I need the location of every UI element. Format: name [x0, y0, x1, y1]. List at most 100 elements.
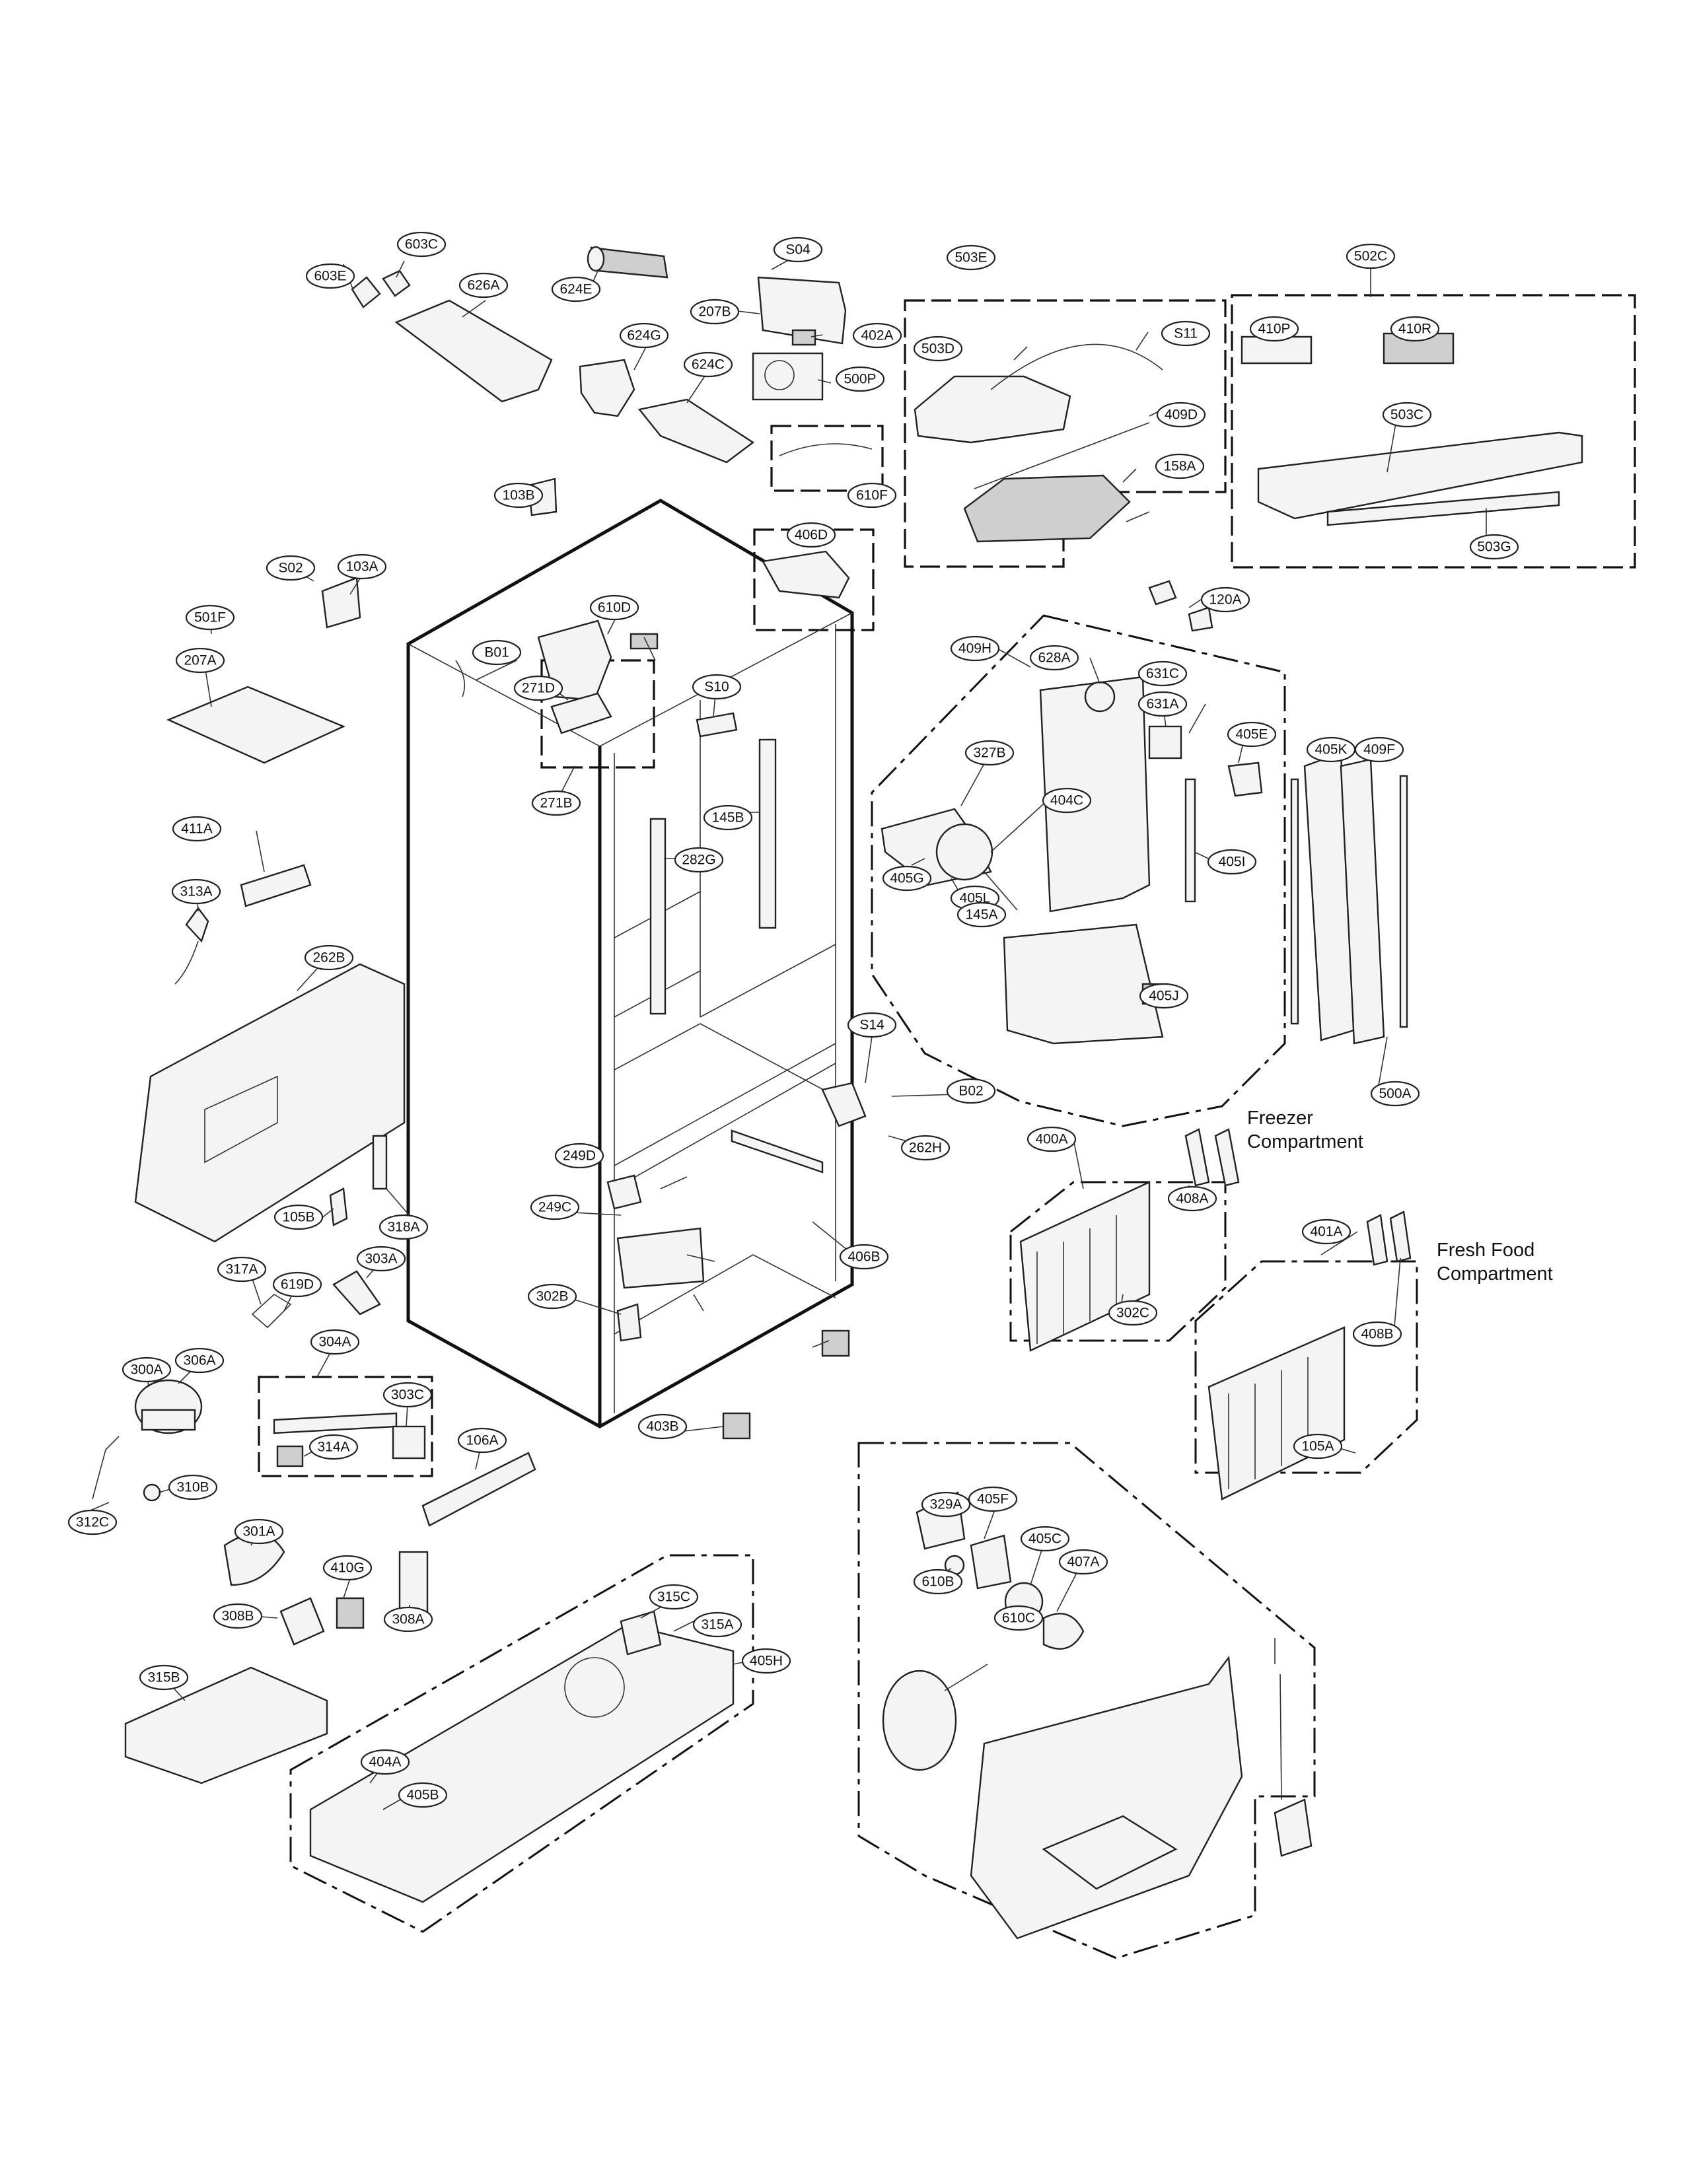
control-panel-parts	[914, 332, 1583, 632]
callout-text: 405H	[750, 1654, 783, 1669]
callout-text: 312C	[76, 1515, 109, 1530]
callout-327b: 327B	[964, 740, 1015, 766]
callout-407a: 407A	[1058, 1549, 1108, 1575]
callout-610d: 610D	[589, 594, 639, 621]
callout-bubble	[171, 878, 221, 905]
callout-404c: 404C	[1042, 787, 1092, 814]
callout-bubble	[847, 1012, 897, 1038]
callout-text: 502C	[1354, 249, 1387, 264]
cabinet	[406, 499, 854, 1428]
callout-207a: 207A	[175, 647, 225, 674]
callout-text: 120A	[1209, 592, 1241, 608]
callout-text: 329A	[929, 1497, 962, 1512]
callout-404a: 404A	[360, 1749, 410, 1775]
callout-text: 411A	[181, 822, 213, 837]
callout-bubble	[921, 1491, 971, 1518]
callout-401a: 401A	[1301, 1218, 1351, 1245]
callout-bubble	[964, 740, 1015, 766]
callout-text: 610F	[856, 488, 888, 503]
callout-s11: S11	[1161, 320, 1211, 347]
callout-text: 628A	[1038, 651, 1070, 666]
callout-bubble	[185, 604, 235, 631]
callout-text: 631A	[1146, 697, 1178, 712]
callout-503g: 503G	[1469, 534, 1519, 560]
callout-bubble	[1469, 534, 1519, 560]
callout-105a: 105A	[1293, 1433, 1343, 1460]
callout-text: 626A	[467, 278, 499, 293]
callout-s10: S10	[692, 674, 742, 700]
callout-bubble	[637, 1413, 688, 1440]
callout-bubble	[1020, 1526, 1070, 1552]
callout-text: 406B	[847, 1250, 880, 1265]
box-303a	[258, 1376, 433, 1477]
callout-bubble	[649, 1584, 699, 1610]
callout-405e: 405E	[1227, 721, 1277, 748]
callout-bubble	[773, 236, 823, 263]
callout-bubble	[308, 1434, 359, 1460]
callout-b02: B02	[946, 1078, 996, 1104]
callout-text: 405B	[406, 1788, 439, 1803]
callout-503c: 503C	[1382, 402, 1432, 428]
box-502c	[1231, 294, 1636, 569]
callout-410r: 410R	[1390, 316, 1440, 342]
callout-text: 407A	[1067, 1555, 1099, 1570]
callout-text: 503D	[921, 341, 955, 357]
callout-306a: 306A	[174, 1347, 225, 1374]
callout-624g: 624G	[619, 322, 669, 349]
compartment-notes: Freezer Compartment Fresh Food Compartme…	[1247, 1108, 1553, 1285]
callout-text: 262B	[312, 950, 345, 966]
duct-assembly-parts	[881, 676, 1408, 1045]
callout-bubble	[513, 675, 563, 701]
callout-631a: 631A	[1137, 691, 1188, 717]
callout-text: 603E	[314, 269, 346, 284]
callout-bubble	[531, 790, 581, 816]
callout-bubble	[530, 1194, 580, 1220]
callout-text: 314A	[317, 1440, 349, 1455]
callout-text: S11	[1174, 326, 1198, 341]
callout-bubble	[847, 482, 897, 509]
callout-bubble	[172, 816, 222, 842]
callout-bubble	[304, 944, 354, 971]
callout-text: 405E	[1235, 727, 1268, 742]
callout-bubble	[589, 594, 639, 621]
callout-619d: 619D	[272, 1271, 322, 1298]
callout-bubble	[396, 231, 447, 258]
callout-text: S02	[278, 561, 303, 576]
callout-501f: 501F	[185, 604, 235, 631]
callout-bubble	[527, 1283, 577, 1310]
callout-text: 409F	[1363, 742, 1395, 757]
callout-405j: 405J	[1139, 983, 1189, 1009]
callout-312c: 312C	[67, 1509, 118, 1535]
callout-bubble	[900, 1135, 951, 1161]
callout-310b: 310B	[168, 1474, 218, 1500]
callout-405g: 405G	[882, 865, 932, 892]
callout-text: 405G	[890, 871, 923, 886]
callout-text: 145B	[711, 810, 744, 826]
callout-106a: 106A	[457, 1427, 507, 1454]
callout-262h: 262H	[900, 1135, 951, 1161]
callout-317a: 317A	[217, 1256, 267, 1283]
callout-271d: 271D	[513, 675, 563, 701]
callout-text: 409D	[1165, 407, 1198, 423]
callout-405f: 405F	[968, 1486, 1018, 1512]
callout-500p: 500P	[835, 366, 885, 392]
callout-text: 310B	[176, 1480, 209, 1495]
callout-text: B02	[958, 1084, 983, 1099]
callout-text: 158A	[1163, 459, 1196, 474]
callout-bubble	[168, 1474, 218, 1500]
callout-text: 405C	[1028, 1532, 1062, 1547]
callout-text: 106A	[466, 1433, 498, 1448]
callout-bubble	[956, 901, 1007, 928]
callout-631c: 631C	[1137, 660, 1188, 687]
callout-text: 503G	[1477, 540, 1511, 555]
callout-bubble	[175, 647, 225, 674]
callout-text: 300A	[130, 1362, 162, 1378]
callout-bubble	[1301, 1218, 1351, 1245]
callout-145a: 145A	[956, 901, 1007, 928]
callout-bubble	[554, 1143, 604, 1169]
callout-text: 306A	[183, 1353, 215, 1368]
callout-207b: 207B	[690, 299, 740, 325]
callout-626a: 626A	[458, 272, 509, 299]
callout-text: 304A	[318, 1335, 351, 1350]
callout-bubble	[946, 244, 996, 271]
